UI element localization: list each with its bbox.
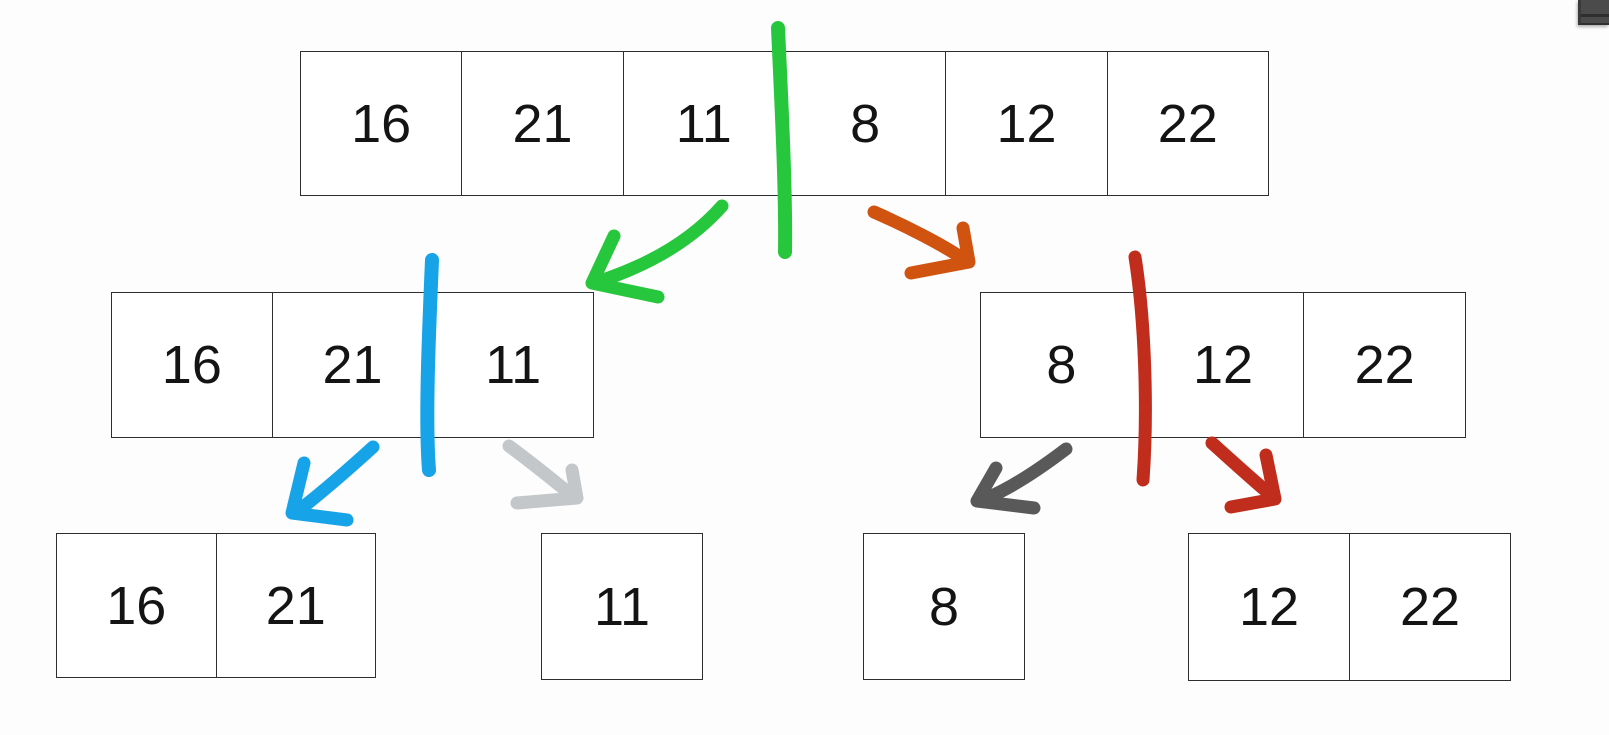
arrow-root-to-right [867, 205, 976, 280]
array-right-half: 8 12 22 [980, 292, 1466, 438]
array-cell: 22 [1106, 52, 1268, 195]
array-cell: 12 [1141, 293, 1304, 437]
array-cell: 16 [351, 93, 412, 154]
array-left-right: 11 [541, 533, 703, 680]
array-cell: 16 [106, 575, 167, 636]
array-cell: 8 [928, 576, 960, 637]
array-cell: 11 [593, 576, 651, 637]
arrow-head [904, 221, 976, 280]
array-cell: 21 [271, 293, 433, 437]
arrow-head [1224, 448, 1282, 514]
arrow-right-to-rightright [1205, 436, 1282, 514]
arrow-left-to-leftleft [285, 440, 380, 527]
arrow-head [585, 229, 665, 304]
array-right-left: 8 [863, 533, 1025, 680]
array-cell: 11 [432, 293, 593, 437]
array-cell: 16 [161, 335, 222, 395]
array-cell: 12 [1238, 577, 1300, 637]
arrow-head [970, 461, 1041, 515]
array-cell: 22 [1303, 293, 1465, 437]
array-cell: 11 [622, 52, 784, 195]
corner-widget-divider [1581, 14, 1609, 17]
array-cell: 8 [1046, 335, 1077, 395]
array-left-left: 16 21 [56, 533, 376, 678]
arrow-right-to-rightleft [970, 442, 1073, 515]
arrow-root-to-left [585, 199, 729, 304]
array-cell: 21 [215, 534, 376, 677]
app-corner-widget [1578, 0, 1609, 25]
array-cell: 12 [945, 52, 1106, 195]
arrow-shaft [1205, 436, 1273, 498]
array-cell: 8 [783, 52, 945, 195]
arrow-shaft [596, 199, 729, 287]
arrow-head [510, 463, 584, 510]
array-root: 16 21 11 8 12 22 [300, 51, 1269, 196]
array-cell: 22 [1349, 534, 1510, 680]
arrow-shaft [980, 442, 1073, 505]
arrow-shaft [502, 439, 576, 500]
array-right-right: 12 22 [1188, 533, 1511, 681]
array-left-half: 16 21 11 [111, 292, 594, 438]
array-cell: 21 [461, 52, 622, 195]
arrow-shaft [867, 205, 969, 265]
arrow-shaft [296, 440, 380, 514]
arrow-left-to-leftright [502, 439, 584, 510]
arrow-head [285, 456, 354, 527]
